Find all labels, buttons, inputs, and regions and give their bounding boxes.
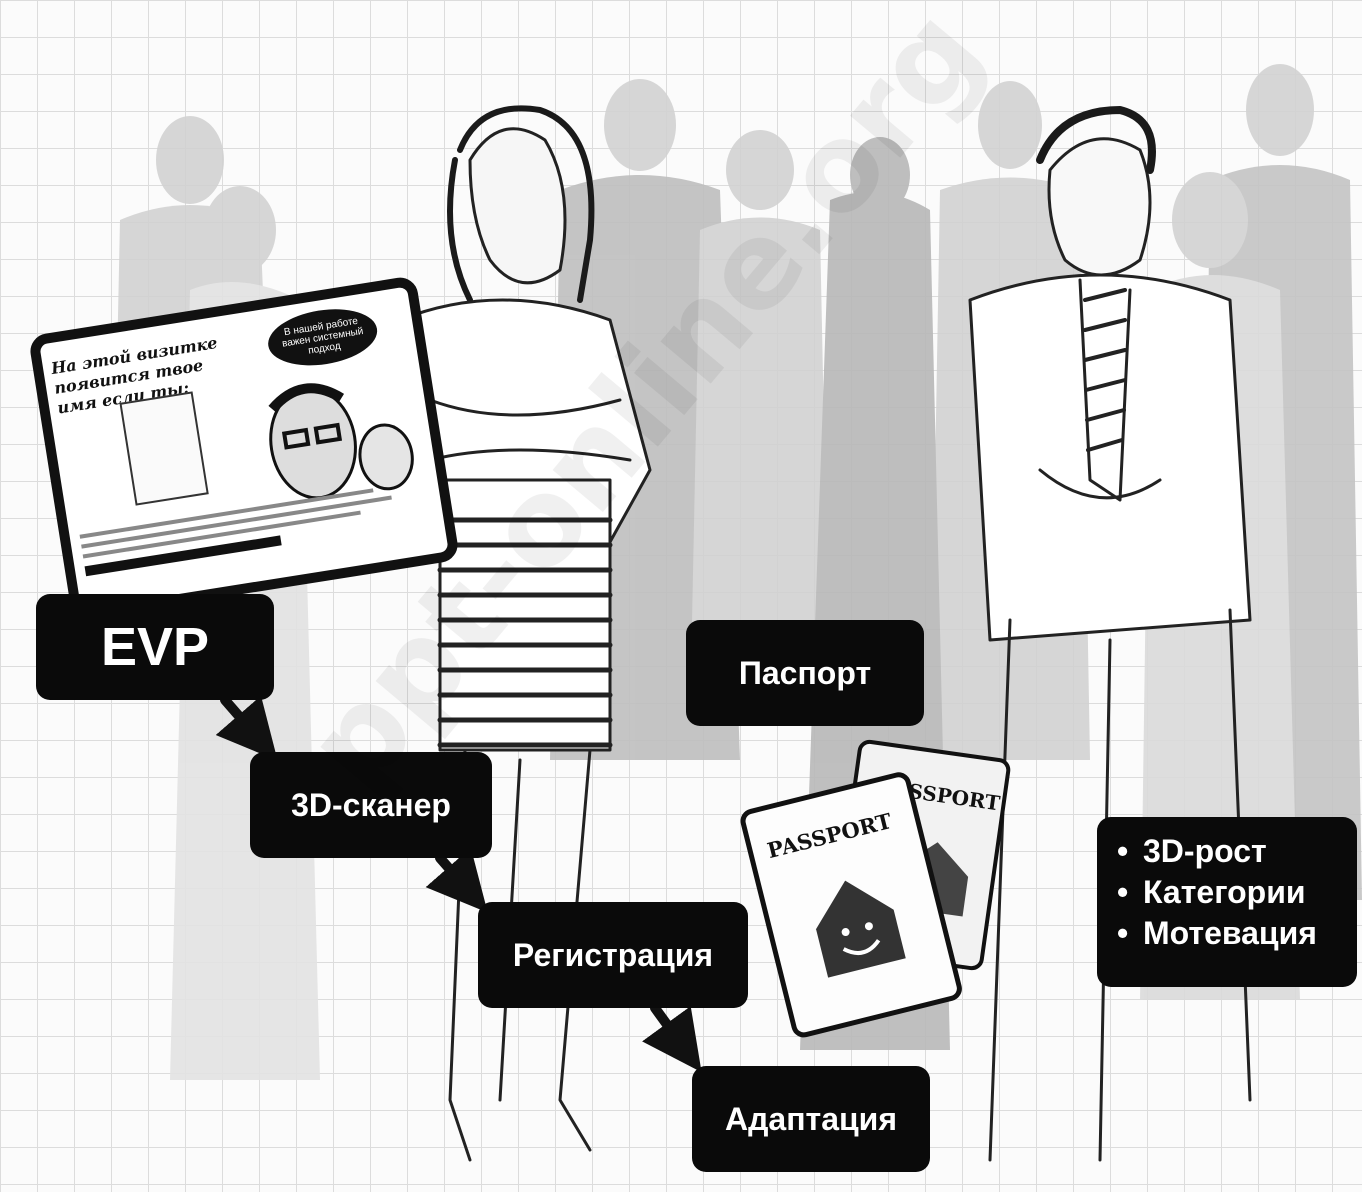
registration-step: Регистрация	[478, 902, 748, 1008]
evp-flyer-card: На этой визитке появится твое имя если т…	[27, 275, 461, 621]
arrow-evp-to-scanner	[215, 695, 278, 761]
feature-item-motivation: Мотевация	[1117, 913, 1357, 954]
adaptation-step: Адаптация	[692, 1066, 930, 1172]
evp-step: EVP	[36, 594, 274, 700]
passport-step: Паспорт	[686, 620, 924, 726]
features-list: 3D-рост Категории Мотевация	[1097, 831, 1357, 954]
flyer-faces-illustration	[268, 383, 414, 500]
feature-item-categories: Категории	[1117, 872, 1357, 913]
3d-scanner-step: 3D-сканер	[250, 752, 492, 858]
feature-item-3d-growth: 3D-рост	[1117, 831, 1357, 872]
arrow-registration-to-adaptation	[642, 1003, 702, 1073]
features-box: 3D-рост Категории Мотевация	[1097, 817, 1357, 987]
arrow-scanner-to-registration	[425, 847, 488, 913]
